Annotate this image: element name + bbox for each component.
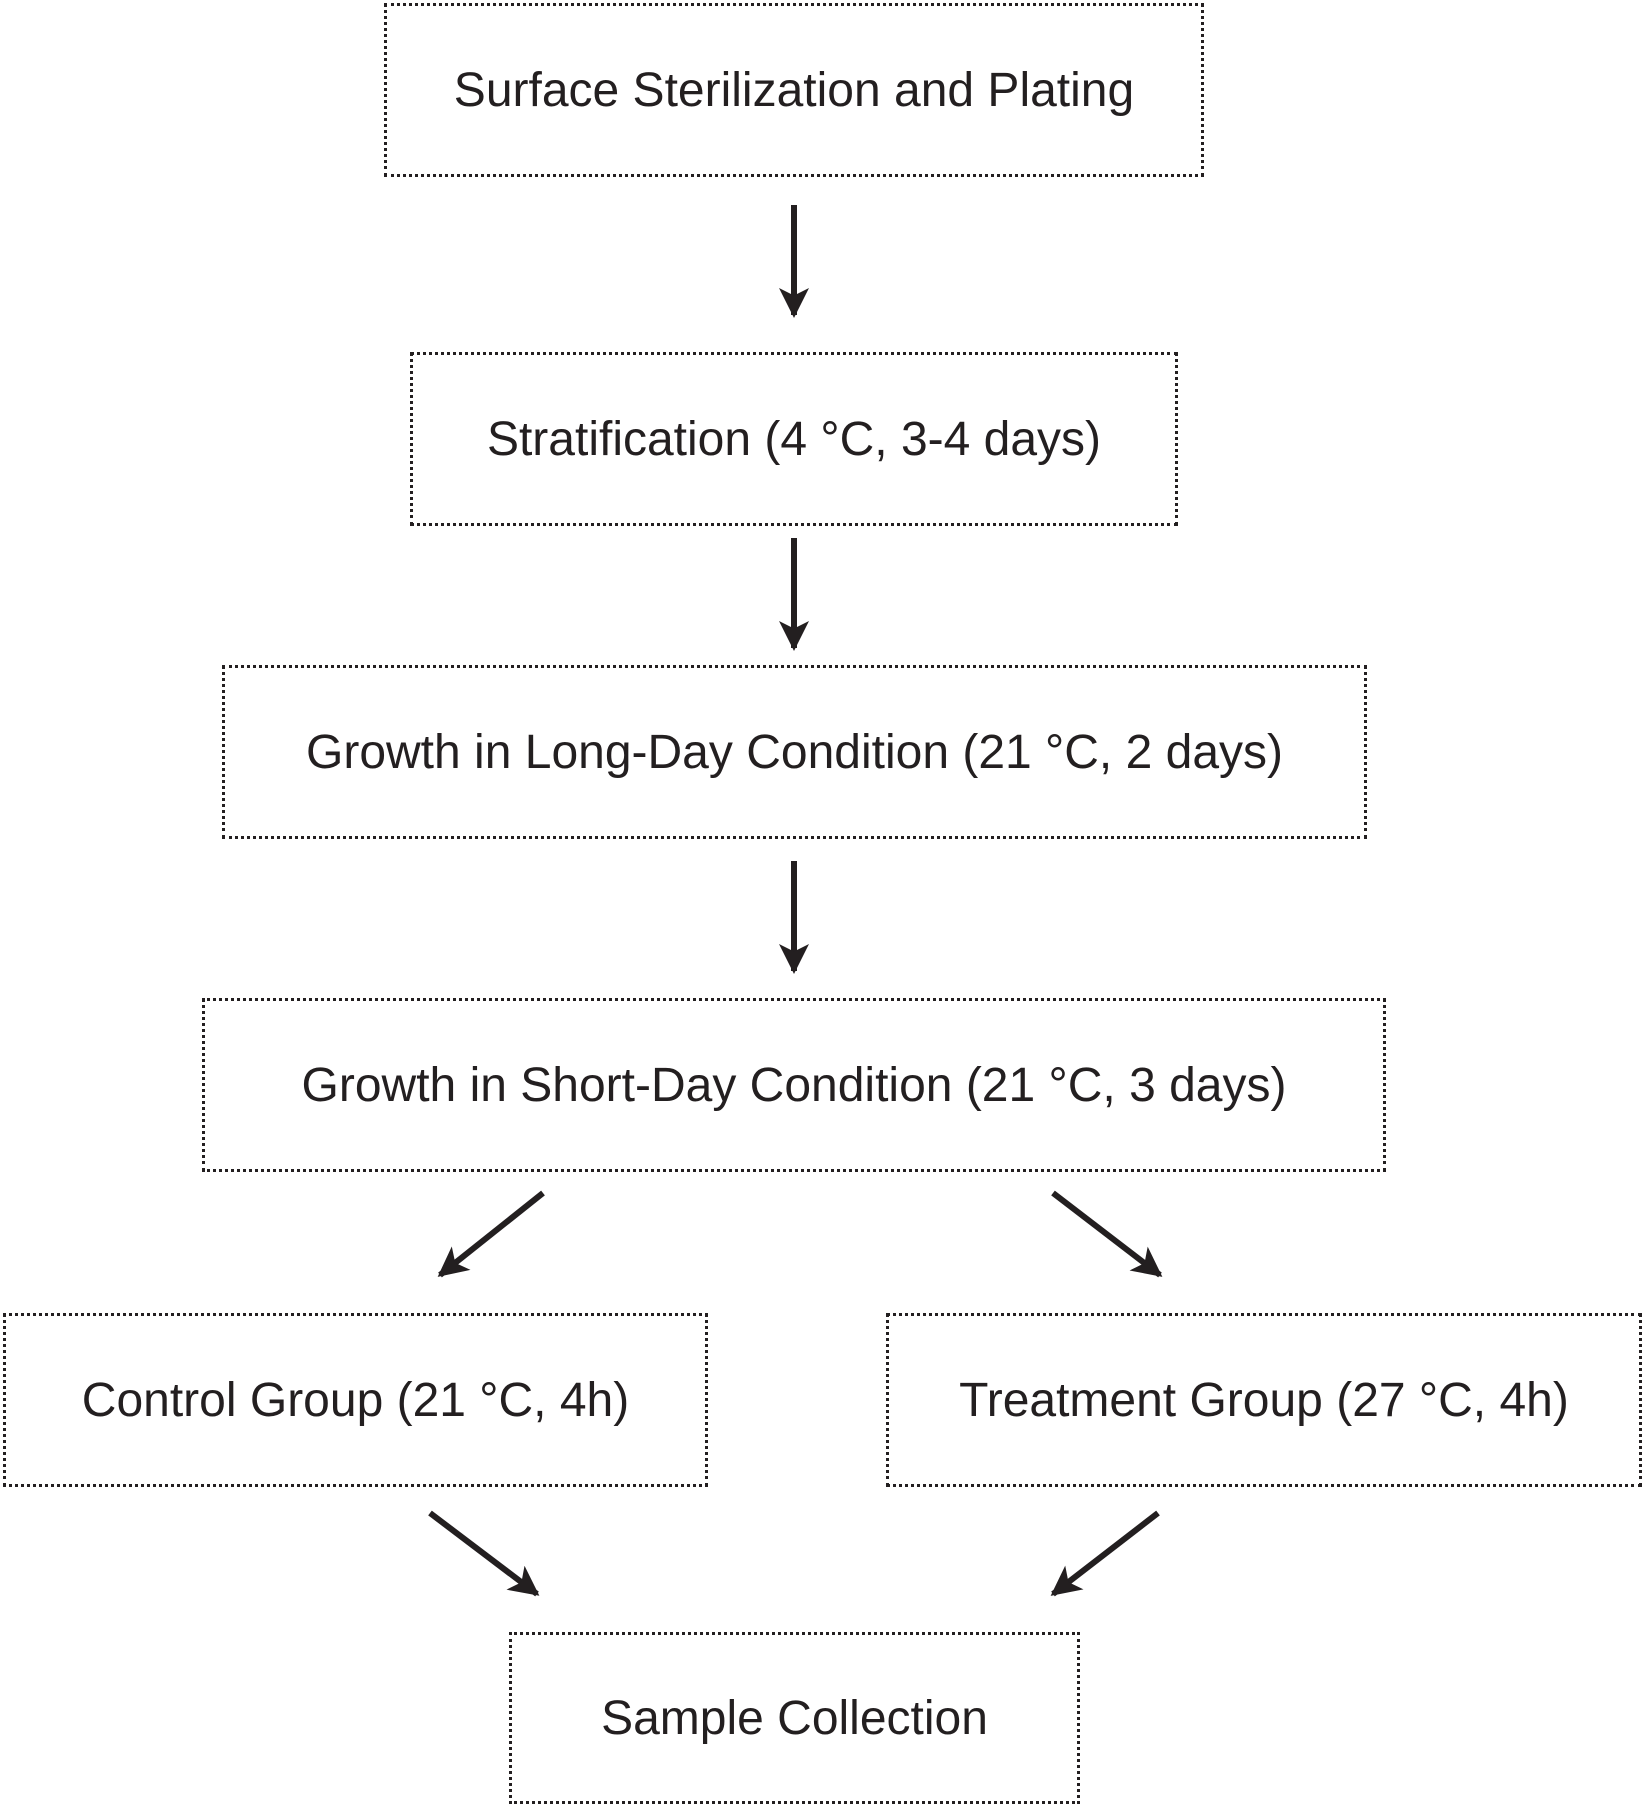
node-control-group: Control Group (21 °C, 4h) (3, 1313, 708, 1487)
node-label: Growth in Long-Day Condition (21 °C, 2 d… (306, 725, 1283, 779)
arrow-treatment-to-sample (1050, 1510, 1160, 1597)
node-stratification: Stratification (4 °C, 3-4 days) (410, 352, 1178, 526)
node-label: Sample Collection (601, 1691, 988, 1745)
node-surface-sterilization: Surface Sterilization and Plating (384, 3, 1204, 177)
node-treatment-group: Treatment Group (27 °C, 4h) (886, 1313, 1642, 1487)
node-sample-collection: Sample Collection (509, 1632, 1080, 1804)
node-label: Growth in Short-Day Condition (21 °C, 3 … (301, 1058, 1287, 1112)
node-long-day-growth: Growth in Long-Day Condition (21 °C, 2 d… (222, 665, 1367, 839)
arrow-short-day-to-control (437, 1190, 545, 1278)
node-label: Stratification (4 °C, 3-4 days) (486, 412, 1102, 466)
arrow-control-to-sample (428, 1510, 540, 1597)
arrow-short-day-to-treatment (1051, 1190, 1163, 1278)
node-label: Control Group (21 °C, 4h) (81, 1373, 630, 1427)
node-label: Surface Sterilization and Plating (453, 63, 1135, 117)
node-short-day-growth: Growth in Short-Day Condition (21 °C, 3 … (202, 998, 1386, 1172)
node-label: Treatment Group (27 °C, 4h) (959, 1373, 1569, 1427)
